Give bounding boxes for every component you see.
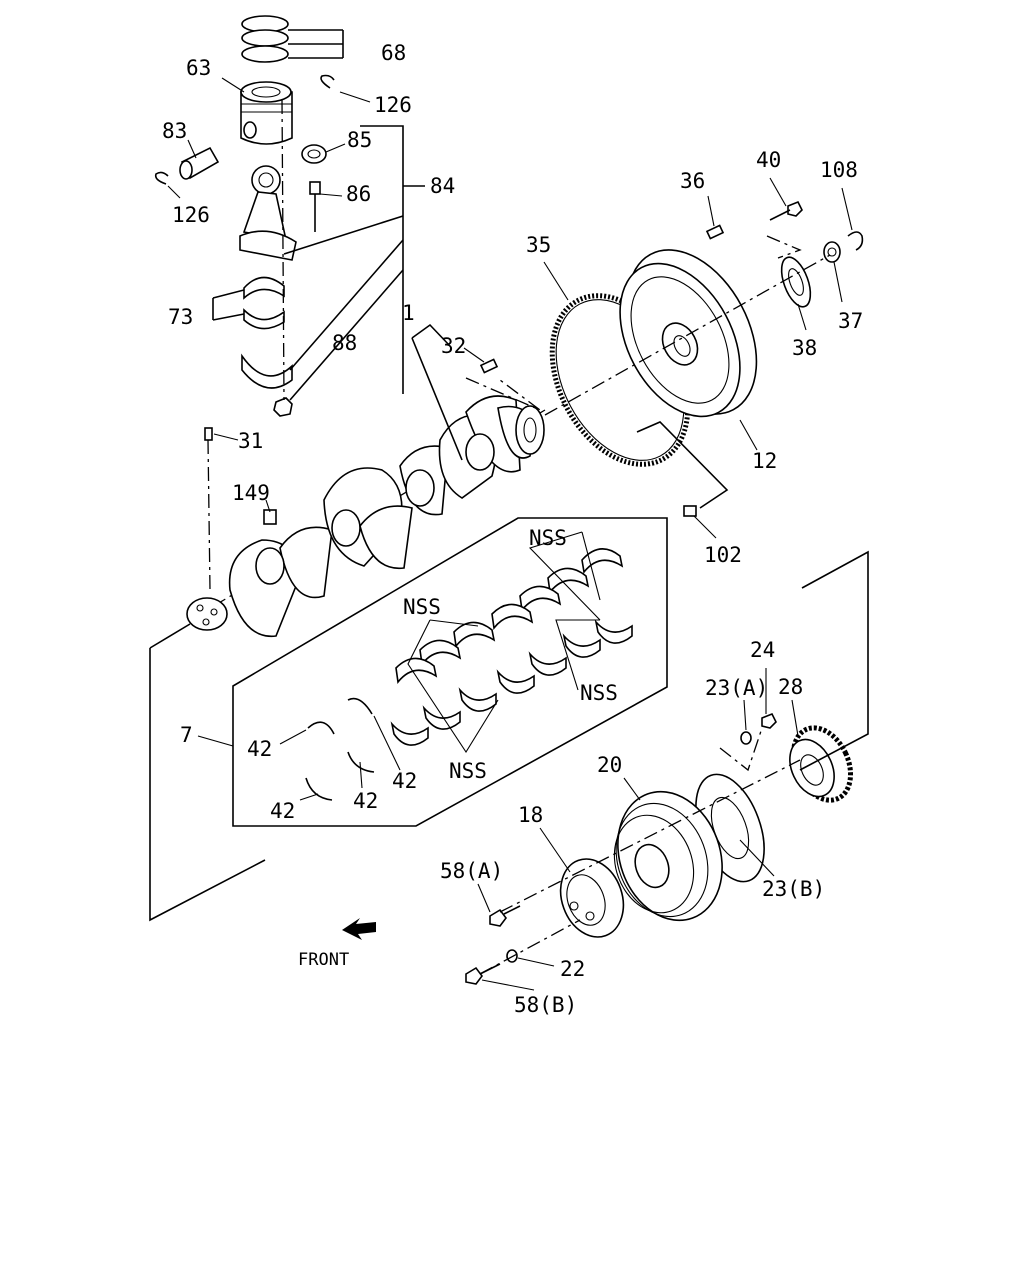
crankshaft — [186, 395, 546, 638]
label-86: 86 — [346, 182, 371, 206]
label-42-b: 42 — [392, 769, 417, 793]
rod-bearings — [243, 276, 285, 330]
label-18: 18 — [518, 803, 543, 827]
leader-lines — [167, 77, 853, 991]
label-42-a: 42 — [247, 737, 272, 761]
rod-nut — [273, 397, 293, 417]
bolt-24 — [761, 712, 777, 729]
label-58a: 58(A) — [440, 859, 503, 883]
snap-ring-126-upper — [320, 74, 335, 89]
part-labels: 68 63 126 83 85 126 86 84 73 88 1 32 31 … — [162, 41, 863, 1017]
label-20: 20 — [597, 753, 622, 777]
bolt-58b — [465, 963, 501, 985]
label-nss-2: NSS — [403, 595, 441, 619]
label-63: 63 — [186, 56, 211, 80]
piston-axis — [281, 99, 285, 401]
bearing-37 — [823, 241, 841, 263]
label-24: 24 — [750, 638, 775, 662]
rod-bolt — [309, 181, 321, 232]
flywheel — [619, 249, 758, 418]
label-42-c: 42 — [353, 789, 378, 813]
front-axis-2 — [479, 919, 581, 975]
pulley-hub-18 — [559, 858, 625, 938]
front-axis — [499, 759, 801, 913]
label-nss-1: NSS — [529, 526, 567, 550]
front-arrow-icon — [342, 918, 376, 940]
dowel-36 — [705, 224, 725, 240]
label-nss-3: NSS — [580, 681, 618, 705]
label-32: 32 — [441, 334, 466, 358]
washer-23a — [740, 731, 752, 745]
spacer-38 — [780, 256, 812, 308]
label-108: 108 — [820, 158, 858, 182]
label-38: 38 — [792, 336, 817, 360]
plug-102 — [683, 505, 697, 517]
damper-pulley-20 — [613, 790, 723, 922]
label-85: 85 — [347, 128, 372, 152]
label-126-lower: 126 — [172, 203, 210, 227]
piston-pin — [179, 146, 220, 180]
label-149: 149 — [232, 481, 270, 505]
label-37: 37 — [838, 309, 863, 333]
piston — [240, 81, 293, 145]
label-12: 12 — [752, 449, 777, 473]
bolt-58a — [489, 905, 521, 927]
label-102: 102 — [704, 543, 742, 567]
label-73: 73 — [168, 305, 193, 329]
small-end-bushing — [301, 144, 327, 164]
label-84: 84 — [430, 174, 455, 198]
pin-31 — [204, 427, 213, 591]
snap-ring-126-lower — [154, 171, 169, 185]
label-28: 28 — [778, 675, 803, 699]
main-bearings — [390, 548, 633, 746]
bearing-set-box — [232, 517, 668, 827]
label-nss-4: NSS — [449, 759, 487, 783]
label-22: 22 — [560, 957, 585, 981]
plug-149 — [263, 509, 277, 525]
label-68: 68 — [381, 41, 406, 65]
thrust-washers — [305, 697, 375, 801]
assembly-brackets — [149, 29, 869, 922]
label-23b: 23(B) — [762, 877, 825, 901]
label-83: 83 — [162, 119, 187, 143]
label-126-upper: 126 — [374, 93, 412, 117]
piston-rings — [241, 15, 289, 63]
flywheel-axis — [544, 254, 831, 416]
label-40: 40 — [756, 148, 781, 172]
label-58b: 58(B) — [514, 993, 577, 1017]
dowel-pin-32 — [479, 358, 499, 374]
label-36: 36 — [680, 169, 705, 193]
label-88: 88 — [332, 331, 357, 355]
rod-cap — [241, 353, 293, 389]
label-1: 1 — [402, 301, 415, 325]
label-35: 35 — [526, 233, 551, 257]
snap-ring-108 — [847, 231, 864, 251]
bolt-40 — [769, 200, 803, 221]
connecting-rod — [239, 165, 297, 261]
front-label: FRONT — [298, 950, 349, 970]
label-7: 7 — [180, 723, 193, 747]
timing-gear-28 — [789, 725, 854, 803]
label-23a: 23(A) — [705, 676, 768, 700]
label-42-d: 42 — [270, 799, 295, 823]
label-31: 31 — [238, 429, 263, 453]
